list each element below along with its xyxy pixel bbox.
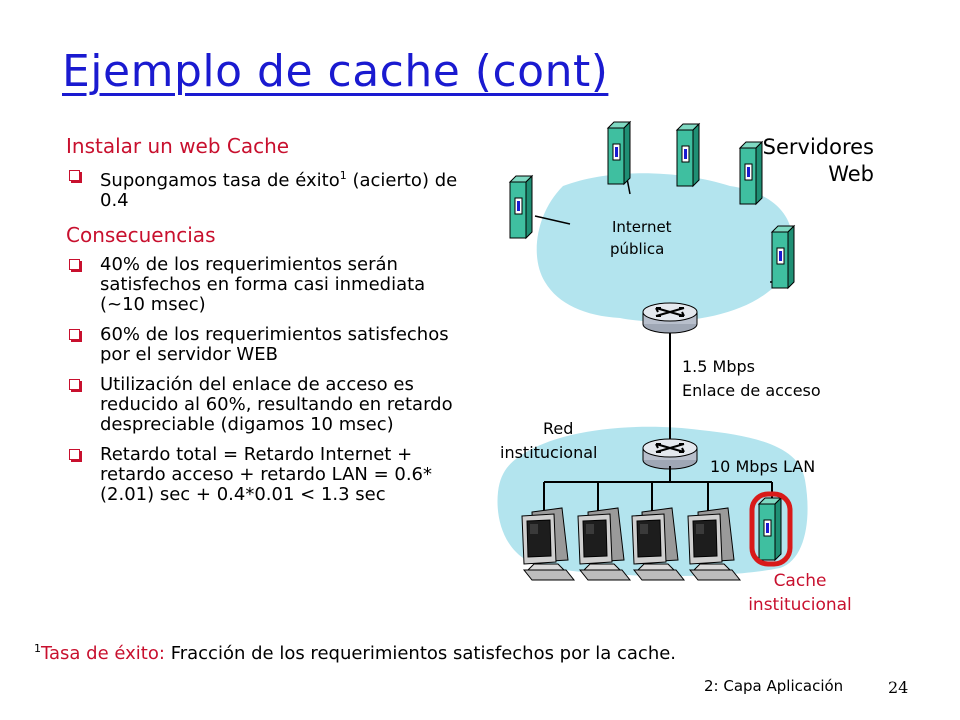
internet-cloud: [536, 173, 793, 322]
footnote: 1Tasa de éxito: Fracción de los requerim…: [34, 642, 676, 664]
heading-consequences: Consecuencias: [66, 223, 216, 247]
web-server-icon: [771, 225, 795, 289]
lan-speed-label: 10 Mbps LAN: [710, 457, 815, 476]
institutional-router-icon: [642, 438, 698, 470]
bullet-hit-rate-sup: 1: [339, 169, 347, 182]
bullet-item: Retardo total = Retardo Internet + retar…: [66, 445, 466, 505]
servers-label: Servidores: [763, 135, 874, 159]
cache-label: institucional: [748, 595, 852, 615]
access-link-label: Enlace de acceso: [682, 381, 821, 400]
cache-server-icon: [758, 497, 782, 561]
footnote-term: Tasa de éxito:: [41, 643, 165, 664]
servers-label: Web: [828, 162, 874, 186]
bullet-hit-rate: Supongamos tasa de éxito1 (acierto) de 0…: [66, 166, 466, 211]
cache-label: Cache: [774, 571, 827, 591]
institutional-network-label: institucional: [500, 443, 597, 462]
institutional-network-label: Red: [543, 419, 573, 438]
access-link-speed-label: 1.5 Mbps: [682, 357, 755, 376]
web-server-icon: [509, 175, 533, 239]
bullet-text: Retardo total = Retardo Internet + retar…: [100, 444, 433, 505]
footer-section-label: 2: Capa Aplicación: [704, 677, 844, 695]
internet-label: pública: [610, 240, 664, 258]
bullet-box-icon: [69, 379, 80, 390]
bullet-hit-rate-rest: (acierto) de 0.4: [100, 170, 458, 211]
bullet-text: 40% de los requerimientos serán satisfec…: [100, 254, 426, 315]
page-number: 24: [888, 678, 909, 697]
bullet-box-icon: [69, 259, 80, 270]
web-server-icon: [676, 123, 700, 187]
web-server-icon: [739, 141, 763, 205]
install-bullets: Supongamos tasa de éxito1 (acierto) de 0…: [66, 166, 466, 211]
web-server-icon: [607, 121, 631, 185]
bullet-text: Utilización del enlace de acceso es redu…: [100, 374, 453, 435]
content-left: Instalar un web Cache Supongamos tasa de…: [66, 134, 466, 515]
page-title: Ejemplo de cache (cont): [62, 46, 609, 97]
consequence-bullets: 40% de los requerimientos serán satisfec…: [66, 255, 466, 505]
bullet-hit-rate-text: Supongamos tasa de éxito: [100, 170, 340, 191]
internet-router-icon: [642, 302, 698, 334]
bullet-box-icon: [69, 449, 80, 460]
heading-install-cache: Instalar un web Cache: [66, 134, 290, 158]
bullet-box-icon: [69, 170, 80, 181]
bullet-text: 60% de los requerimientos satisfechos po…: [100, 324, 449, 365]
bullet-item: 40% de los requerimientos serán satisfec…: [66, 255, 466, 315]
internet-label: Internet: [612, 218, 672, 236]
footnote-text: Fracción de los requerimientos satisfech…: [170, 643, 677, 664]
bullet-box-icon: [69, 329, 80, 340]
bullet-item: Utilización del enlace de acceso es redu…: [66, 375, 466, 435]
footnote-sup: 1: [34, 642, 41, 655]
cache-highlight: [749, 491, 793, 567]
bullet-item: 60% de los requerimientos satisfechos po…: [66, 325, 466, 365]
lan-links: [543, 466, 773, 512]
